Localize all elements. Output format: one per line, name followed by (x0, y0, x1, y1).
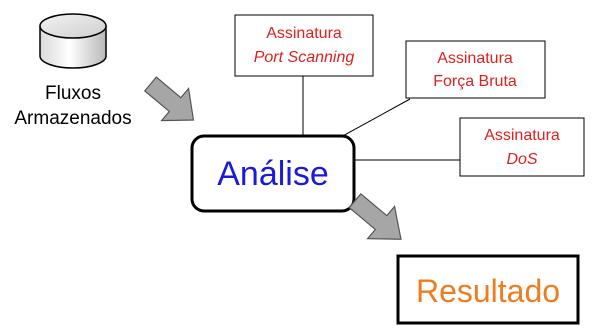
storage-label-line1: Fluxos (45, 83, 101, 104)
signature-title: Assinatura (484, 127, 560, 144)
signature-box-forca-bruta: Assinatura Força Bruta (405, 40, 546, 99)
signature-box-port-scanning: Assinatura Port Scanning (234, 14, 374, 77)
signature-subtitle: Força Bruta (433, 73, 517, 90)
signature-title: Assinatura (437, 50, 513, 67)
storage-label-line2: Armazenados (14, 108, 131, 129)
result-box: Resultado (396, 254, 580, 325)
signature-box-dos: Assinatura DoS (459, 117, 585, 177)
signature-subtitle: Port Scanning (254, 49, 355, 66)
analysis-box: Análise (190, 134, 356, 213)
analysis-label: Análise (217, 155, 329, 193)
database-icon (39, 13, 107, 69)
signature-title: Assinatura (266, 25, 342, 42)
arrow-icon (143, 76, 195, 122)
arrow-icon (348, 192, 402, 240)
result-label: Resultado (416, 273, 560, 309)
signature-subtitle: DoS (506, 151, 537, 168)
